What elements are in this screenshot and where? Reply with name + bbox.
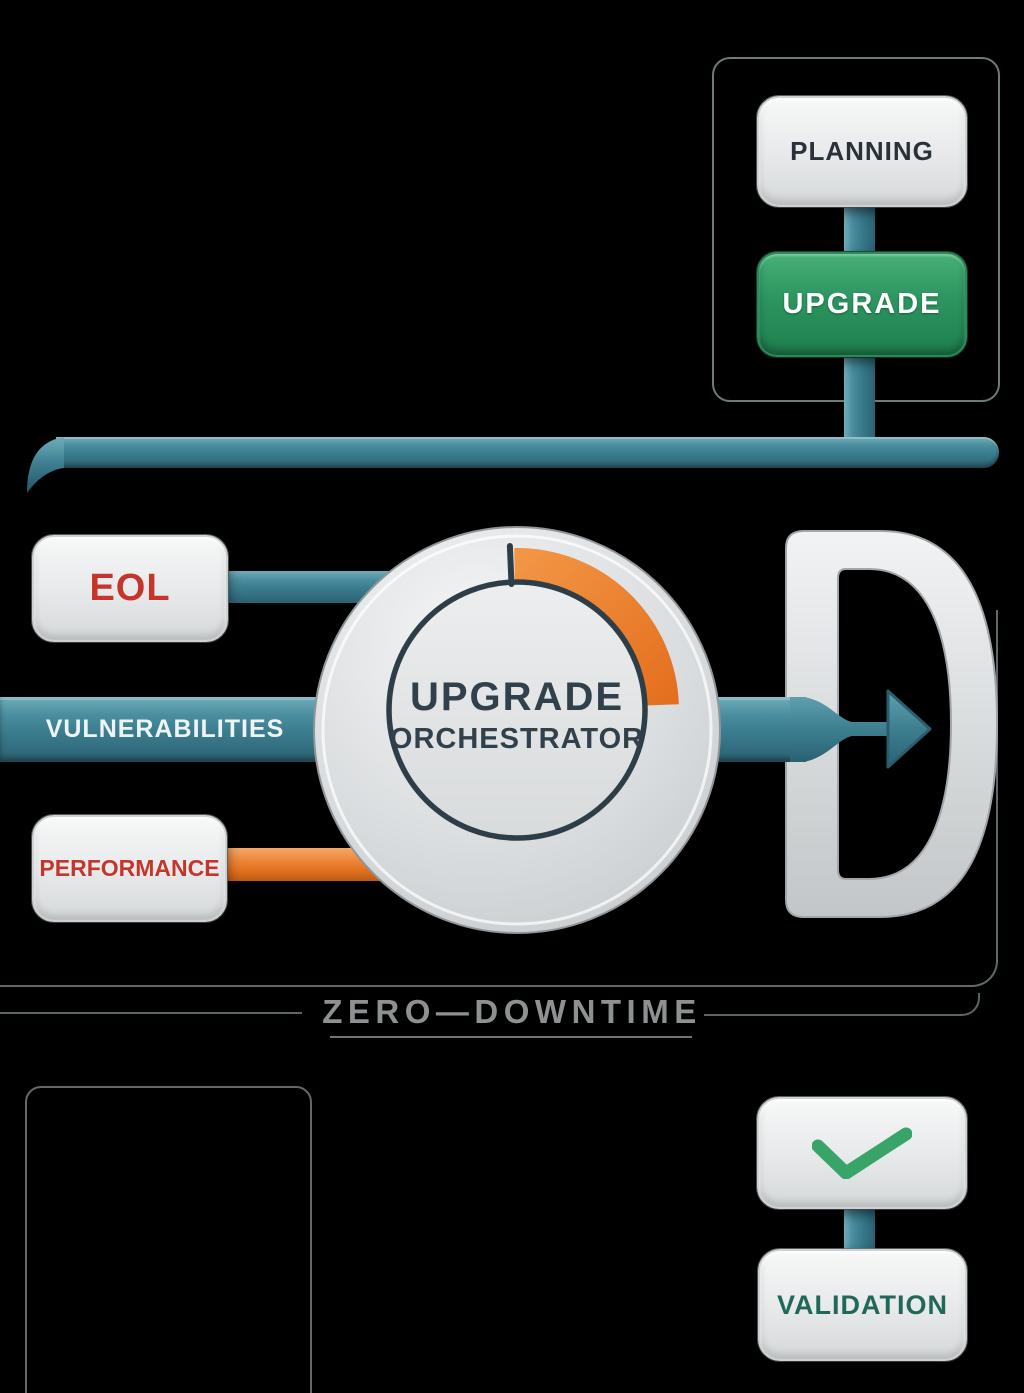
upgrade-label: UPGRADE	[782, 288, 942, 320]
validation-box: VALIDATION	[758, 1249, 967, 1361]
performance-label: PERFORMANCE	[39, 855, 220, 881]
eol-box: EOL	[32, 535, 228, 642]
arrow-head	[886, 689, 932, 769]
orchestrator-panel-outline	[0, 610, 998, 987]
dial-inner-circle	[386, 579, 648, 841]
main-flow-pipe	[56, 437, 999, 468]
planning-box: PLANNING	[757, 96, 967, 207]
orchestrator-dial: UPGRADE ORCHESTRATOR	[313, 526, 721, 934]
performance-box: PERFORMANCE	[32, 815, 227, 922]
zero-downtime-rule-left	[0, 1012, 302, 1014]
arrow-right-icon	[790, 689, 932, 769]
orchestrator-title-line2: ORCHESTRATOR	[390, 723, 644, 755]
pipe-hook-icon	[27, 437, 64, 493]
checkmark-icon	[812, 1127, 912, 1179]
planning-label: PLANNING	[790, 136, 934, 166]
zero-downtime-label: ZERO—DOWNTIME	[322, 993, 702, 1030]
eol-label: EOL	[89, 567, 171, 609]
orchestrator-title-line1: UPGRADE	[410, 675, 624, 719]
arrow-taper	[790, 697, 888, 762]
upgrade-box: UPGRADE	[757, 252, 967, 357]
zero-downtime-underline	[330, 1036, 692, 1038]
validation-label: VALIDATION	[777, 1289, 948, 1320]
bottom-left-panel-outline	[25, 1086, 312, 1393]
validation-pipe	[844, 1200, 875, 1254]
vulnerabilities-label: VULNERABILITIES	[45, 715, 285, 743]
dial-notch	[506, 543, 515, 587]
exit-door-icon	[785, 530, 999, 918]
progress-arc-icon	[514, 547, 679, 706]
dial-highlight-ring	[321, 534, 713, 926]
check-box	[757, 1097, 967, 1209]
